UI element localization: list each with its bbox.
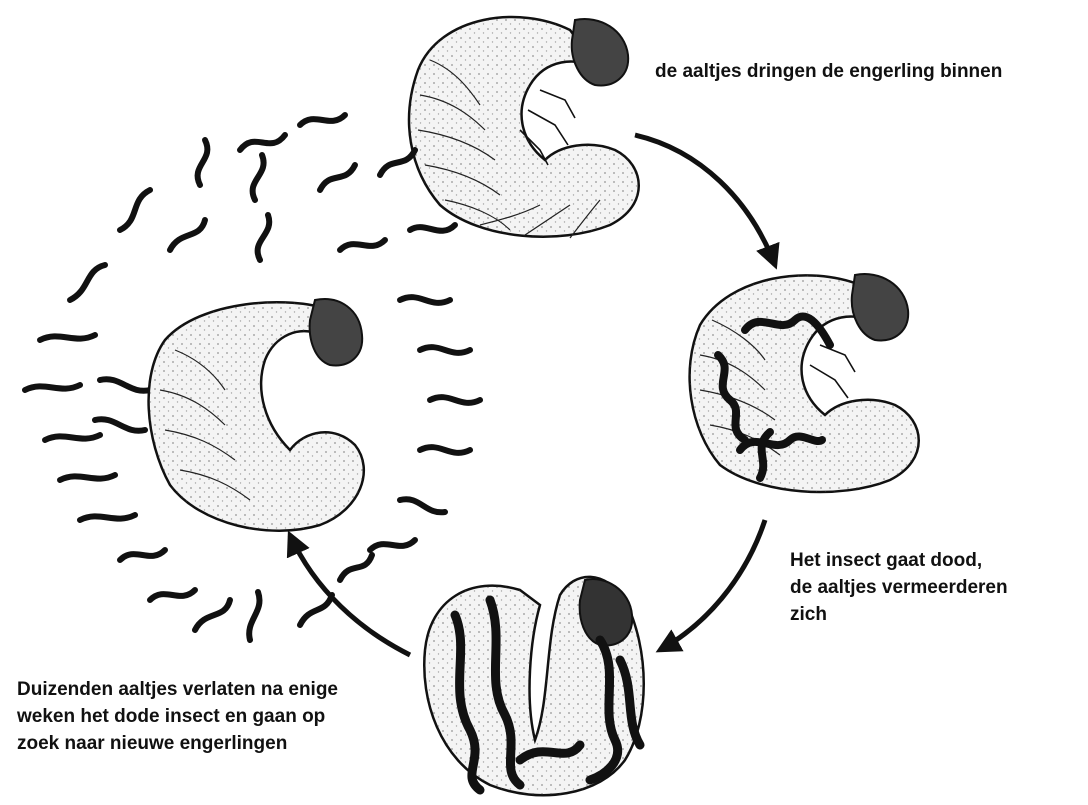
larva-infected	[690, 274, 919, 492]
arrow-step1-to-step2	[635, 135, 775, 265]
caption-infection-line-1: de aaltjes dringen de engerling binnen	[655, 58, 1002, 85]
caption-reproduction-line-2: de aaltjes vermeerderen	[790, 574, 1008, 601]
caption-release: Duizenden aaltjes verlaten na enige weke…	[17, 676, 338, 757]
caption-reproduction-line-1: Het insect gaat dood,	[790, 547, 1008, 574]
arrow-step2-to-step3	[660, 520, 765, 650]
larva-releasing-nematodes	[25, 115, 480, 640]
caption-reproduction: Het insect gaat dood, de aaltjes vermeer…	[790, 547, 1008, 628]
larva-healthy	[409, 17, 639, 238]
caption-release-line-3: zoek naar nieuwe engerlingen	[17, 730, 338, 757]
caption-release-line-1: Duizenden aaltjes verlaten na enige	[17, 676, 338, 703]
larva-dead-with-nematodes	[424, 577, 643, 795]
caption-reproduction-line-3: zich	[790, 601, 1008, 628]
caption-infection: de aaltjes dringen de engerling binnen	[655, 58, 1002, 85]
caption-release-line-2: weken het dode insect en gaan op	[17, 703, 338, 730]
arrow-step3-to-step4	[290, 535, 410, 655]
